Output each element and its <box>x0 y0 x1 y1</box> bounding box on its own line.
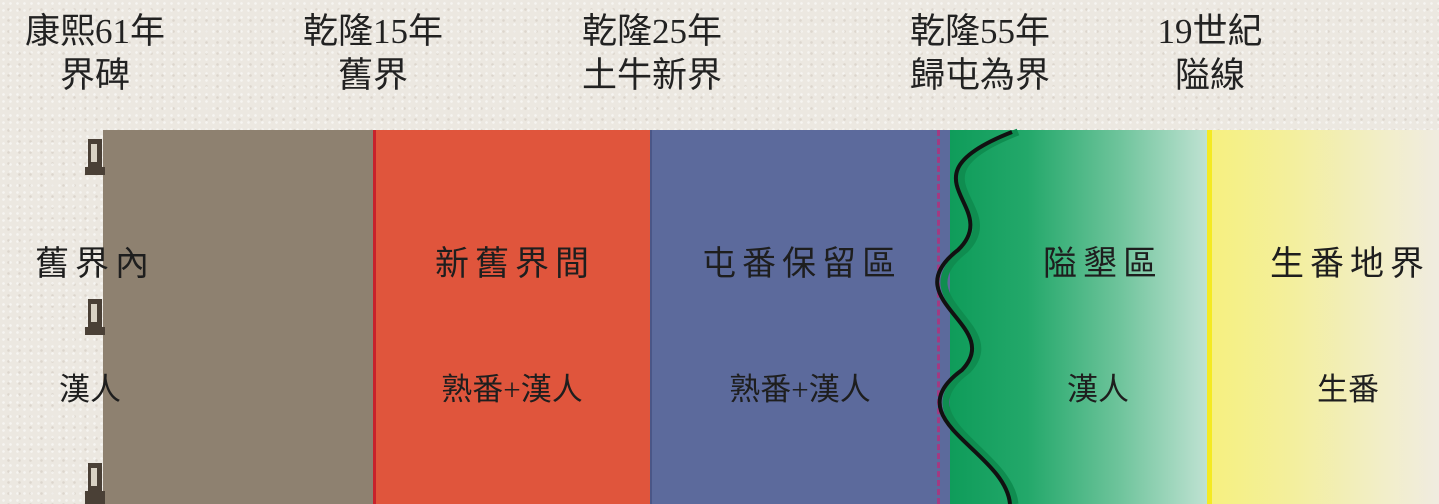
boundary-label-qianlong-25: 乾隆25年土牛新界 <box>581 12 723 95</box>
boundary-stone-icon <box>84 462 106 504</box>
guard-line <box>935 130 1013 504</box>
zone-population-between: 熟番+漢人 <box>441 372 583 407</box>
boundary-label-qianlong-55: 乾隆55年歸屯為界 <box>909 12 1051 95</box>
boundary-stone-icon <box>84 298 106 336</box>
guard-line-shadow <box>940 128 1020 504</box>
boundary-label-qianlong-15: 乾隆15年舊界 <box>302 12 444 95</box>
boundary-label-kangxi: 康熙61年界碑 <box>24 12 166 95</box>
zone-band-ai-reclamation <box>950 130 1207 504</box>
zone-name-raw-fan: 生番地界 <box>1270 244 1430 284</box>
zone-band-raw-fan-territory <box>1207 130 1439 504</box>
zone-population-ai: 漢人 <box>1067 372 1129 407</box>
zone-population-old-boundary: 漢人 <box>59 372 121 407</box>
zone-name-ai: 隘墾區 <box>1043 244 1163 284</box>
boundary-stone-icon <box>84 138 106 176</box>
tun-boundary-dashed-line <box>937 130 940 504</box>
zone-band-tun-reserve <box>650 130 950 504</box>
zone-band-between-boundaries <box>373 130 650 504</box>
boundary-label-19th-century: 19世紀隘線 <box>1157 12 1263 95</box>
zone-population-raw-fan: 生番 <box>1317 372 1379 407</box>
zone-name-between: 新舊界間 <box>435 244 595 284</box>
zone-band-old-boundary <box>103 130 373 504</box>
zone-name-tun: 屯番保留區 <box>702 244 902 284</box>
zone-population-tun: 熟番+漢人 <box>729 372 871 407</box>
zone-name-old-boundary: 舊界內 <box>35 244 155 284</box>
